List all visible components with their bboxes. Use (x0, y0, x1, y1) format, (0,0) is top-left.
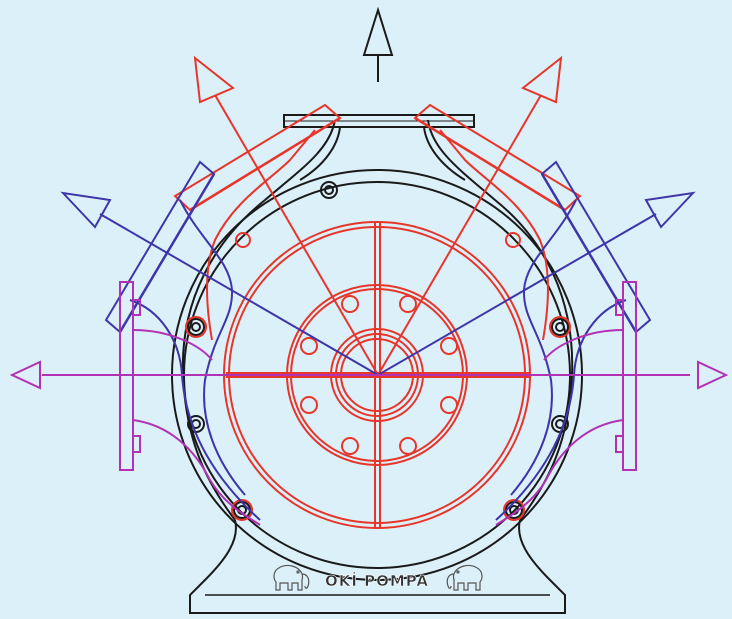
flange-hole (300, 396, 318, 414)
red-arrow-left-shaft (214, 94, 379, 376)
arrow-icon (9, 360, 41, 390)
bolt-hole (551, 318, 569, 336)
purple-flange-right (622, 281, 637, 471)
pump-base (189, 519, 566, 614)
bolt-hole (324, 185, 334, 195)
blue-flange-left (104, 160, 216, 334)
flange-hole (300, 337, 318, 355)
arrow-icon (697, 360, 729, 390)
arrow-icon (521, 55, 563, 104)
elephant-icon (446, 564, 483, 591)
blue-arrow-right-shaft (377, 213, 657, 376)
blue-inner-right (495, 299, 627, 521)
flange-hole (341, 295, 359, 313)
flange-hole (399, 437, 417, 455)
blue-inner-left (129, 299, 261, 521)
flange-hole (341, 437, 359, 455)
red-bolt (503, 499, 525, 521)
casing-right-outline (427, 119, 574, 521)
blue-arrow-left-shaft (99, 213, 379, 376)
red-arrow-right-shaft (377, 94, 542, 376)
red-bolt (185, 316, 207, 338)
flange-hole (440, 337, 458, 355)
brand-logo: OKİ POMPA (273, 564, 483, 591)
bolt-hole (187, 318, 205, 336)
flange-hole (399, 295, 417, 313)
flange-hole (440, 396, 458, 414)
purple-lug-left (133, 299, 141, 453)
red-bolt (505, 232, 521, 248)
red-outlet-line-left (189, 116, 341, 212)
blue-casing-right (510, 199, 577, 496)
arrow-icon (193, 55, 235, 104)
purple-casing-right (495, 329, 624, 526)
bolt-hole (320, 181, 338, 199)
red-bolt (235, 232, 251, 248)
purple-casing-left (132, 329, 261, 526)
purple-rotation-layer (9, 281, 729, 526)
arrow-icon (60, 191, 112, 229)
purple-flange-left (119, 281, 134, 471)
blue-casing-left (179, 199, 246, 496)
purple-lug-right (615, 299, 623, 453)
bolt-hole (191, 322, 201, 332)
blue-rotation-layer (60, 160, 696, 521)
arrow-icon (644, 191, 696, 229)
red-outlet-line-right (414, 116, 566, 212)
brand-name: OKİ POMPA (325, 571, 429, 590)
arrow-icon (362, 6, 394, 56)
bolt-hole (555, 322, 565, 332)
discharge-neck-right (423, 126, 466, 181)
discharge-neck-left (299, 126, 341, 181)
elephant-icon (273, 564, 310, 591)
red-casing-right (439, 129, 549, 341)
red-bolt (231, 499, 253, 521)
red-bolt (549, 316, 571, 338)
casing-left-outline (181, 119, 336, 521)
red-casing-left (206, 129, 316, 341)
